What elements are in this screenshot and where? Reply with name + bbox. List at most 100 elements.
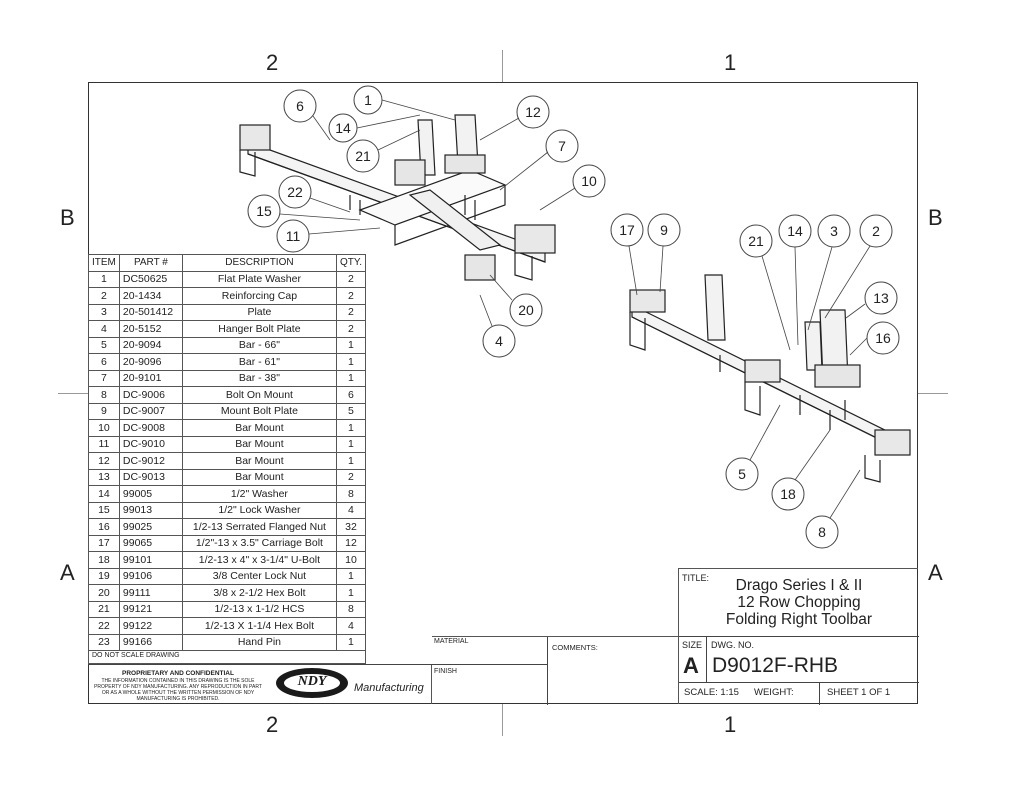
bom-description: Hanger Bolt Plate bbox=[181, 320, 337, 338]
balloon-7 bbox=[545, 129, 579, 163]
title-line-2: 12 Row Chopping bbox=[737, 594, 861, 611]
dwg-no-label: DWG. NO. bbox=[711, 640, 754, 650]
bom-item-number: 5 bbox=[88, 336, 120, 354]
balloon-13 bbox=[864, 281, 898, 315]
title-area: TITLE: Drago Series I & II 12 Row Choppi… bbox=[678, 568, 919, 705]
bom-description: Mount Bolt Plate bbox=[181, 402, 337, 420]
bom-item-number: 18 bbox=[88, 551, 120, 569]
bom-part-number: DC-9006 bbox=[118, 386, 183, 404]
rule bbox=[88, 664, 432, 665]
bom-quantity: 1 bbox=[335, 584, 367, 602]
balloon-label: 5 bbox=[738, 466, 746, 482]
bom-quantity: 2 bbox=[335, 287, 367, 305]
balloon-label: 21 bbox=[748, 233, 764, 249]
bom-description: 1/2-13 X 1-1/4 Hex Bolt bbox=[181, 617, 337, 635]
bom-item-number: 3 bbox=[88, 303, 120, 321]
bom-item-number: 17 bbox=[88, 534, 120, 552]
bom-description: Bar Mount bbox=[181, 452, 337, 470]
balloon-label: 15 bbox=[256, 203, 272, 219]
title-line-1: Drago Series I & II bbox=[735, 577, 863, 594]
bom-item-number: 8 bbox=[88, 386, 120, 404]
leaders-upper bbox=[279, 99, 576, 327]
bom-item-number: 1 bbox=[88, 270, 120, 288]
drawing-number: D9012F-RHB bbox=[712, 654, 839, 677]
bom-item-number: 11 bbox=[88, 435, 120, 453]
weight-label: WEIGHT: bbox=[754, 687, 794, 698]
bom-item-number: 9 bbox=[88, 402, 120, 420]
zone-marker-top-1: 1 bbox=[724, 50, 737, 75]
bom-item-number: 22 bbox=[88, 617, 120, 635]
balloon-17 bbox=[610, 213, 644, 247]
bom-description: Flat Plate Washer bbox=[181, 270, 337, 288]
bom-quantity: 1 bbox=[335, 633, 367, 651]
balloon-label: 6 bbox=[296, 98, 304, 114]
bom-quantity: 1 bbox=[335, 452, 367, 470]
balloon-label: 14 bbox=[335, 120, 351, 136]
bom-item-number: 13 bbox=[88, 468, 120, 486]
bom-part-number: 99013 bbox=[118, 501, 183, 519]
bom-quantity: 1 bbox=[335, 567, 367, 585]
title-line-3: Folding Right Toolbar bbox=[725, 611, 873, 628]
rule bbox=[819, 682, 820, 705]
balloon-21 bbox=[739, 224, 773, 258]
balloon-labels: 6 1 14 12 21 7 22 15 10 11 20 4 17 9 21 … bbox=[256, 92, 891, 540]
bom-description: 3/8 x 2-1/2 Hex Bolt bbox=[181, 584, 337, 602]
bom-item-number: 2 bbox=[88, 287, 120, 305]
balloon-21 bbox=[346, 139, 380, 173]
bom-item-number: 14 bbox=[88, 485, 120, 503]
leaders-right bbox=[628, 245, 871, 519]
bom-part-number: 20-9094 bbox=[118, 336, 183, 354]
frame-tick bbox=[918, 393, 948, 394]
bom-description: Reinforcing Cap bbox=[181, 287, 337, 305]
bom-description: Bar - 38" bbox=[181, 369, 337, 387]
zone-marker-top-2: 2 bbox=[266, 50, 279, 75]
balloon-label: 20 bbox=[518, 302, 534, 318]
bom-description: 3/8 Center Lock Nut bbox=[181, 567, 337, 585]
bom-description: Bolt On Mount bbox=[181, 386, 337, 404]
size-label: SIZE bbox=[682, 640, 703, 650]
balloon-11 bbox=[276, 219, 310, 253]
bom-description: 1/2-13 x 4" x 3-1/4" U-Bolt bbox=[181, 551, 337, 569]
bom-part-number: 20-5152 bbox=[118, 320, 183, 338]
bom-item-number: 4 bbox=[88, 320, 120, 338]
bom-quantity: 1 bbox=[335, 435, 367, 453]
bom-quantity: 10 bbox=[335, 551, 367, 569]
bom-quantity: 1 bbox=[335, 336, 367, 354]
bom-item-number: 7 bbox=[88, 369, 120, 387]
balloon-15 bbox=[247, 194, 281, 228]
balloon-label: 12 bbox=[525, 104, 541, 120]
sheet-number: SHEET 1 OF 1 bbox=[827, 687, 891, 698]
material-label: MATERIAL bbox=[434, 638, 469, 645]
balloon-label: 11 bbox=[286, 228, 301, 244]
bom-description: 1/2-13 x 1-1/2 HCS bbox=[181, 600, 337, 618]
balloon-label: 21 bbox=[355, 148, 371, 164]
bom-item-number: 15 bbox=[88, 501, 120, 519]
bom-part-number: DC-9012 bbox=[118, 452, 183, 470]
balloon-label: 2 bbox=[872, 223, 880, 239]
finish-label: FINISH bbox=[434, 668, 457, 675]
do-not-scale-cell: DO NOT SCALE DRAWING bbox=[88, 650, 366, 664]
frame-tick bbox=[58, 393, 88, 394]
bom-part-number: 99166 bbox=[118, 633, 183, 651]
rule bbox=[432, 664, 547, 665]
balloon-6 bbox=[283, 89, 317, 123]
bom-quantity: 8 bbox=[335, 600, 367, 618]
balloon-label: 16 bbox=[875, 330, 891, 346]
bom-quantity: 12 bbox=[335, 534, 367, 552]
balloon-label: 13 bbox=[873, 290, 889, 306]
bom-part-number: 20-9101 bbox=[118, 369, 183, 387]
